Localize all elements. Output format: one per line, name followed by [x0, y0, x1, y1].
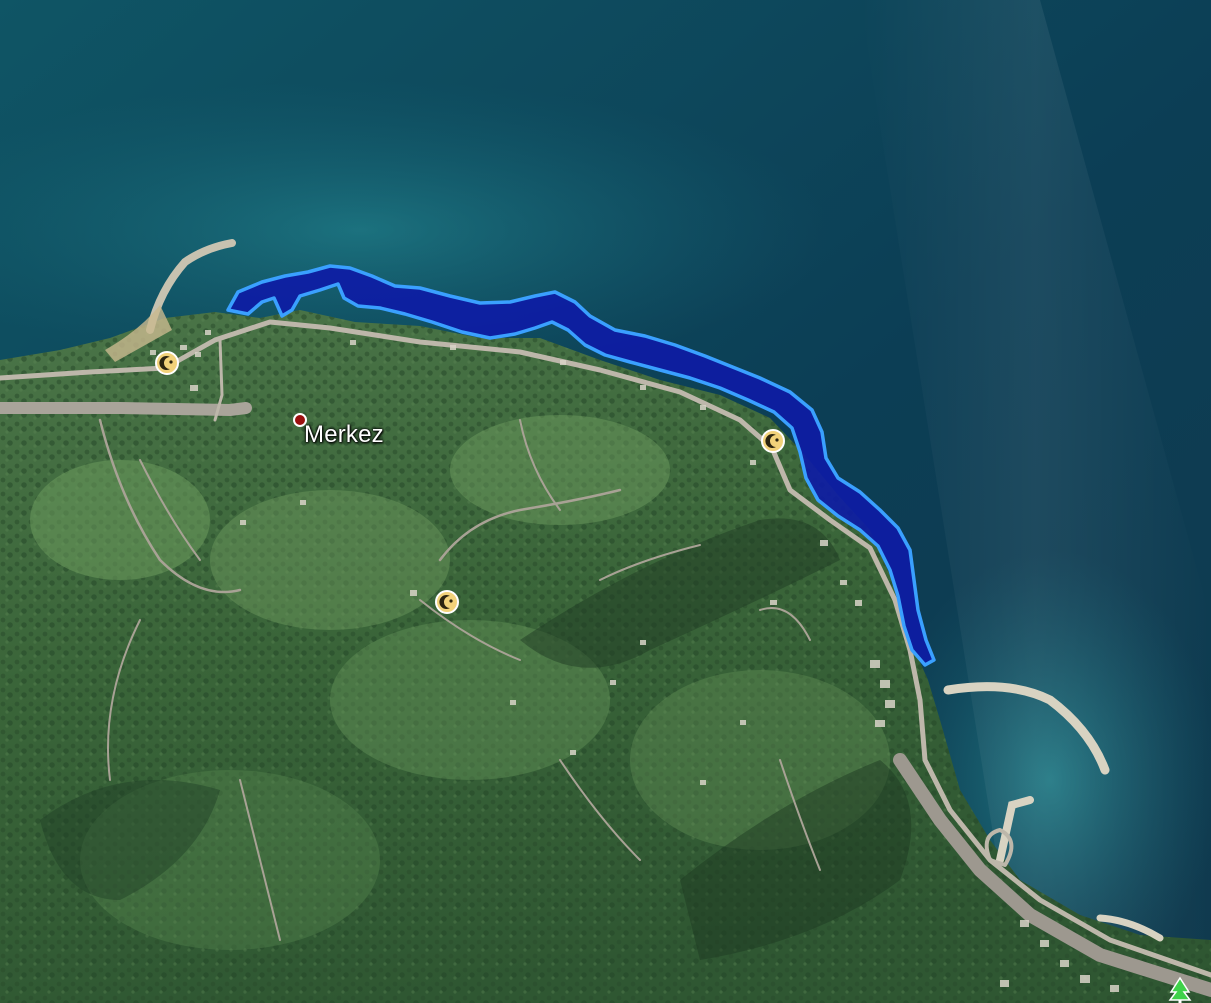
field-area [330, 620, 610, 780]
field-area [30, 460, 210, 580]
mosque-icon[interactable] [435, 590, 459, 614]
breakwater [146, 239, 236, 334]
field-area [450, 415, 670, 525]
field-area [210, 490, 450, 630]
mosque-icon[interactable] [761, 429, 785, 453]
field-area [80, 770, 380, 950]
place-pin[interactable] [293, 413, 307, 427]
highlighted-coastal-area[interactable] [226, 264, 936, 667]
park-icon[interactable] [1168, 976, 1192, 1003]
ridge-shadow [520, 518, 840, 668]
place-label[interactable]: Merkez [304, 421, 384, 448]
harbor-breakwater [943, 682, 1110, 775]
ridge-shadow [680, 760, 912, 960]
harbor-breakwater [1096, 914, 1164, 942]
mosque-icon[interactable] [155, 351, 179, 375]
buildings [150, 330, 1119, 992]
shallow-water [0, 80, 830, 380]
sand-beach [105, 305, 172, 362]
road-network [0, 319, 1211, 997]
sun-glare [860, 0, 1211, 1003]
harbor-breakwater [996, 796, 1034, 864]
ridge-shadow [40, 780, 220, 900]
